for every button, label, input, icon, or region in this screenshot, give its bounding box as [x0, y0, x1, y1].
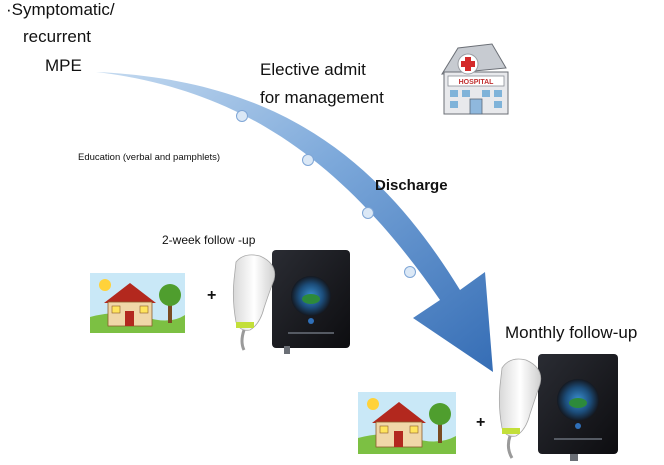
plus-sign: + — [207, 287, 217, 304]
label-for-management: for management — [260, 88, 384, 107]
label-symptomatic: ·Symptomatic/ — [6, 0, 115, 19]
pathway-dot — [302, 154, 314, 166]
label-mpe: MPE — [45, 56, 82, 75]
label-recurrent: recurrent — [23, 27, 92, 46]
ultrasound-device-icon — [498, 354, 618, 461]
label-discharge: Discharge — [375, 177, 448, 194]
house-icon — [358, 392, 456, 454]
hospital-sign: HOSPITAL — [459, 79, 495, 86]
house-icon — [90, 273, 185, 333]
ultrasound-device-icon — [232, 250, 350, 354]
pathway-dots — [236, 110, 416, 278]
pathway-dot — [362, 207, 374, 219]
label-two-week-follow-up: 2-week follow -up — [162, 233, 256, 247]
plus-sign: + — [476, 414, 486, 431]
pathway-dot — [404, 266, 416, 278]
pathway-dot — [236, 110, 248, 122]
label-elective-admit: Elective admit — [260, 60, 366, 79]
pathway-arrow — [96, 72, 493, 372]
label-monthly-follow-up: Monthly follow-up — [505, 323, 638, 342]
label-education: Education (verbal and pamphlets) — [78, 152, 221, 163]
hospital-icon: HOSPITAL — [441, 43, 509, 115]
